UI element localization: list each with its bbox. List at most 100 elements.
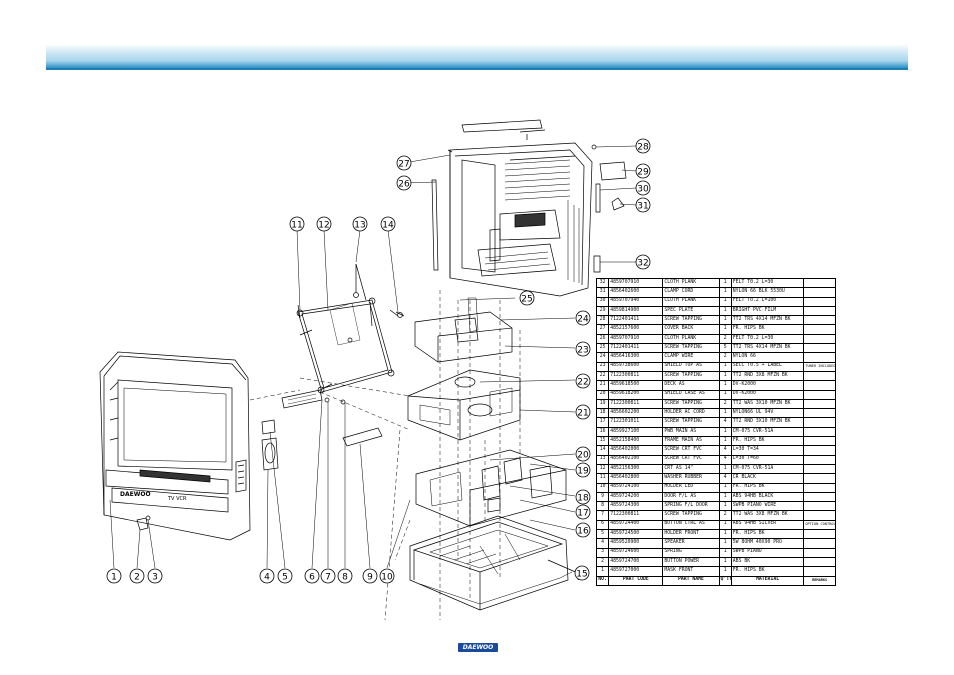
- top-strip: [461, 119, 543, 133]
- cell-no: 23: [595, 361, 610, 372]
- callout-circle: [575, 404, 591, 420]
- callout-number: 18: [577, 494, 589, 504]
- callout-number: 17: [577, 509, 588, 519]
- cell-no: 20: [595, 389, 610, 400]
- cell-code: 4859618200: [608, 389, 664, 400]
- cell-no: 18: [595, 408, 610, 419]
- power-button-drawing: [136, 517, 149, 531]
- cell-qty: 1: [718, 324, 732, 335]
- cell-qty: 1: [718, 287, 732, 298]
- cell-no: 17: [595, 417, 610, 428]
- button-ctrl-drawing: [281, 389, 323, 409]
- callout-circle: [316, 216, 332, 232]
- callout-number: 2: [134, 573, 140, 583]
- part-31-clamp: [611, 197, 625, 211]
- callout-circle: [635, 254, 651, 270]
- cell-name: SCREW TAPPING: [662, 370, 720, 382]
- callout-circle: [380, 216, 396, 232]
- header-band: [46, 44, 908, 68]
- callout-number: 23: [577, 346, 588, 356]
- cell-no: 8: [595, 501, 610, 512]
- cell-remarks: [803, 528, 836, 540]
- front-mask-brand: DAEWOO: [120, 491, 151, 498]
- cell-name: CLAMP CORD: [662, 287, 720, 298]
- cell-name: SCREW TAPPING: [662, 398, 720, 410]
- cell-remarks: [803, 324, 836, 335]
- speaker-drawing: [261, 437, 279, 471]
- cell-remarks: TUNER INCLUDED: [803, 361, 836, 372]
- callout-circle: [575, 310, 591, 326]
- cell-qty: 1: [718, 315, 732, 326]
- callout-circle: [362, 568, 378, 584]
- cell-qty: 1: [718, 538, 732, 549]
- callout-19: 19: [575, 462, 591, 478]
- cell-no: 25: [595, 343, 610, 354]
- callout-22: 22: [575, 373, 591, 389]
- cell-code: 7122300811: [608, 398, 664, 410]
- cell-name: SPRING F/L DOOR: [662, 501, 720, 512]
- cell-material: FR. HIPS BK: [730, 482, 805, 493]
- cell-no: 10: [595, 482, 610, 493]
- callout-15: 15: [574, 565, 590, 581]
- top-strip-2: [519, 129, 546, 140]
- cell-remarks: [803, 389, 836, 400]
- callout-6: 6: [304, 568, 320, 584]
- callout-number: 16: [577, 527, 589, 537]
- cell-material: DV-K2000: [730, 380, 805, 391]
- cell-name: SCREW CRT FVC: [662, 445, 720, 456]
- cell-material: SWPB PIANO: [730, 547, 805, 558]
- cell-material: FR. HIPS BK: [730, 324, 805, 335]
- cell-material: FR. HIPS BK: [730, 436, 805, 447]
- cell-no: 1: [595, 566, 610, 577]
- callout-circle: [396, 175, 412, 191]
- cell-remarks: [803, 426, 836, 438]
- cell-qty: 1: [718, 547, 732, 558]
- cell-name: SCREW TAPPING: [662, 510, 720, 521]
- button-ctrl-detail: [287, 393, 317, 405]
- cell-name: SHIELD CASE AS: [662, 389, 720, 400]
- cell-qty: 2: [718, 398, 732, 410]
- callout-14: 14: [380, 216, 396, 232]
- cell-material: L=30 T=60: [730, 454, 805, 465]
- speaker-cone: [264, 442, 276, 464]
- cell-no: 31: [595, 287, 610, 298]
- cell-qty: 1: [718, 482, 732, 493]
- cell-material: TT2 WAS 3X10 MFZN BK: [730, 398, 805, 410]
- cell-name: SPEAKER: [662, 538, 720, 549]
- cell-material: ABS 94HB BLACK: [730, 491, 805, 503]
- cell-qty: 1: [718, 426, 732, 438]
- cell-code: 4859707940: [608, 296, 664, 307]
- leader-lines: [109, 145, 637, 579]
- callout-31: 31: [635, 197, 651, 213]
- crt-screw-head: [353, 292, 359, 298]
- daewoo-logo: DAEWOO: [458, 643, 498, 652]
- cell-no: 7: [595, 510, 610, 521]
- cell-code: 4859727000: [608, 566, 664, 577]
- callout-number: 32: [637, 259, 648, 269]
- cell-no: 30: [595, 296, 610, 307]
- cell-code: 4859707910: [608, 277, 664, 289]
- cell-material: SWPB PIANO WIRE: [730, 501, 805, 512]
- cell-material: FELT T0.2 L=30: [730, 333, 805, 345]
- cell-code: 4859724400: [608, 519, 664, 531]
- cell-remarks: REMARKS: [803, 575, 836, 586]
- cell-name: MASK FRONT: [662, 566, 720, 577]
- cell-name: PWB MAIN AS: [662, 426, 720, 438]
- callout-number: 30: [637, 185, 649, 195]
- callout-circle: [575, 341, 591, 357]
- callout-circle: [575, 373, 591, 389]
- cell-material: ABS 94HB SILVER: [730, 519, 805, 531]
